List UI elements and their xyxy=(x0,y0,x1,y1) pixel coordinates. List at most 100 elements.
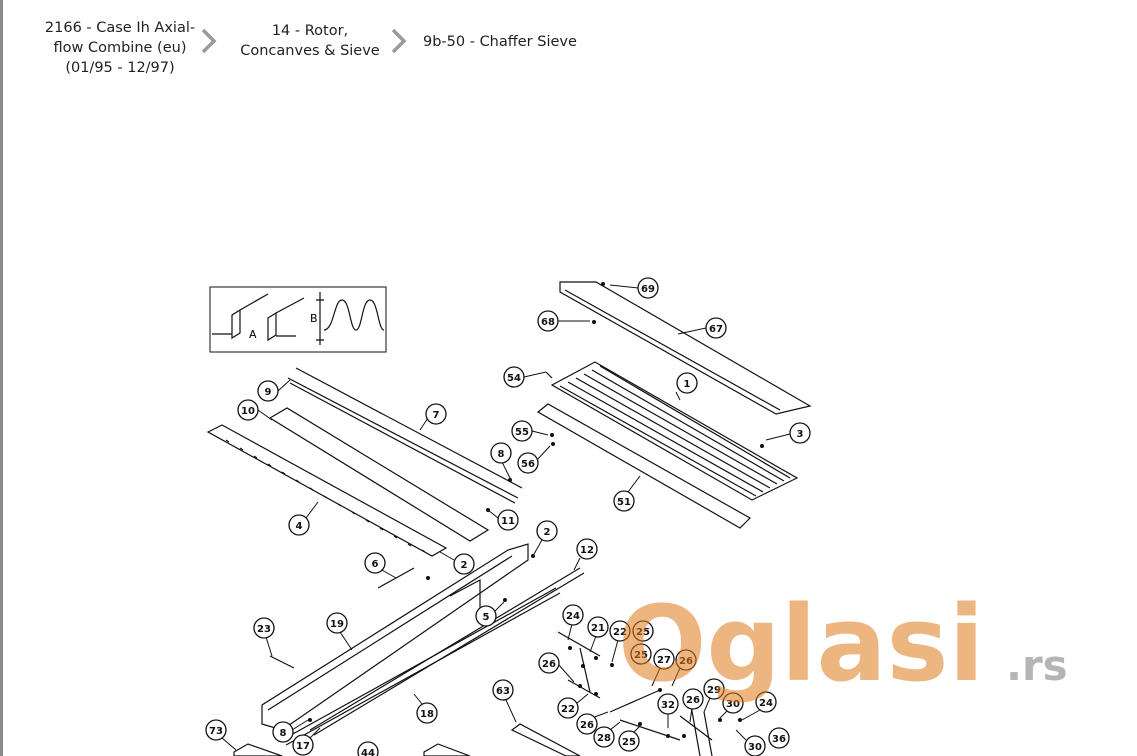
part-9-rod xyxy=(287,377,519,504)
svg-text:18: 18 xyxy=(420,709,434,720)
part-1-sieve xyxy=(550,361,799,501)
callout-4: 4 xyxy=(288,501,319,536)
callout-8: 8 xyxy=(490,442,512,479)
inset-label-b: B xyxy=(310,312,318,325)
callout-69: 69 xyxy=(609,277,659,299)
part-51-lip xyxy=(536,403,751,529)
callout-5: 5 xyxy=(475,601,505,627)
svg-text:5: 5 xyxy=(483,612,490,623)
svg-text:28: 28 xyxy=(597,733,611,744)
callout-68: 68 xyxy=(537,310,590,332)
svg-text:21: 21 xyxy=(591,623,605,634)
watermark-logo: Oglasi .rs xyxy=(618,583,1068,705)
callout-8b: 8 xyxy=(272,719,309,743)
callout-26c: 26 xyxy=(576,711,609,735)
callout-2: 2 xyxy=(439,551,475,575)
callout-32: 32 xyxy=(657,693,679,728)
svg-text:54: 54 xyxy=(507,373,521,384)
callout-2b: 2 xyxy=(533,520,558,555)
svg-text:55: 55 xyxy=(515,427,529,438)
callout-73: 73 xyxy=(205,719,237,751)
callout-51: 51 xyxy=(613,475,641,512)
svg-text:2: 2 xyxy=(461,560,468,571)
part-19-channel xyxy=(261,543,529,731)
svg-text:24: 24 xyxy=(566,611,580,622)
svg-text:26: 26 xyxy=(580,720,594,731)
svg-text:19: 19 xyxy=(330,619,344,630)
svg-text:26: 26 xyxy=(542,659,556,670)
callout-12: 12 xyxy=(573,538,598,571)
callout-10: 10 xyxy=(237,399,273,421)
svg-text:63: 63 xyxy=(496,686,510,697)
svg-text:4: 4 xyxy=(296,521,303,532)
callout-1: 1 xyxy=(675,372,698,401)
svg-text:69: 69 xyxy=(641,284,655,295)
inset-detail: A B xyxy=(209,286,387,353)
part-7-rod xyxy=(295,367,523,489)
callout-67: 67 xyxy=(677,317,727,339)
svg-text:30: 30 xyxy=(748,742,762,753)
callout-7: 7 xyxy=(419,403,447,431)
callout-63: 63 xyxy=(492,679,517,723)
part-12-rail xyxy=(309,567,585,736)
part-73-block xyxy=(233,743,283,756)
svg-text:51: 51 xyxy=(617,497,631,508)
svg-text:9: 9 xyxy=(265,387,272,398)
svg-text:6: 6 xyxy=(372,559,379,570)
part-10-plate xyxy=(268,407,490,542)
svg-text:67: 67 xyxy=(709,324,723,335)
callout-17: 17 xyxy=(292,727,321,756)
svg-text:12: 12 xyxy=(580,545,594,556)
svg-text:25: 25 xyxy=(636,627,650,638)
svg-text:26: 26 xyxy=(686,695,700,706)
callout-26: 26 xyxy=(538,652,575,683)
callout-26d: 26 xyxy=(682,688,704,723)
svg-text:22: 22 xyxy=(613,627,627,638)
callout-24: 24 xyxy=(562,604,584,641)
callout-22: 22 xyxy=(609,620,631,663)
callout-30b: 30 xyxy=(735,729,766,756)
svg-text:25: 25 xyxy=(634,650,648,661)
svg-text:17: 17 xyxy=(296,741,310,752)
callout-19: 19 xyxy=(326,612,353,651)
svg-text:44: 44 xyxy=(361,748,375,756)
breadcrumb-item-model[interactable]: 2166 - Case Ih Axial- flow Combine (eu) … xyxy=(44,20,196,76)
callout-18: 18 xyxy=(413,693,438,724)
chevron-right-icon xyxy=(198,26,220,56)
callout-25: 25 xyxy=(632,620,654,642)
callout-25c: 25 xyxy=(618,725,641,752)
svg-text:23: 23 xyxy=(257,624,271,635)
breadcrumb-item-section[interactable]: 14 - Rotor, Concanves & Sieve xyxy=(240,23,380,59)
svg-text:26: 26 xyxy=(679,656,693,667)
callout-28: 28 xyxy=(593,721,621,748)
svg-text:3: 3 xyxy=(797,429,804,440)
callout-30: 30 xyxy=(719,692,744,719)
svg-text:22: 22 xyxy=(561,704,575,715)
svg-text:27: 27 xyxy=(657,655,671,666)
callout-6: 6 xyxy=(364,552,397,579)
svg-text:8: 8 xyxy=(280,728,287,739)
callout-29: 29 xyxy=(703,678,725,713)
callout-56: 56 xyxy=(517,445,551,474)
left-border xyxy=(0,0,3,756)
callout-21: 21 xyxy=(587,616,609,653)
callout-36: 36 xyxy=(768,727,790,749)
svg-text:1: 1 xyxy=(684,379,691,390)
inset-label-a: A xyxy=(249,328,257,341)
svg-text:Oglasi: Oglasi xyxy=(618,583,984,705)
callout-55: 55 xyxy=(511,420,549,442)
callout-26b: 26 xyxy=(671,649,697,687)
svg-text:8: 8 xyxy=(498,449,505,460)
part-4-holes xyxy=(225,439,426,553)
svg-text:24: 24 xyxy=(759,698,773,709)
svg-text:7: 7 xyxy=(433,410,440,421)
callout-11: 11 xyxy=(487,509,519,531)
part-67-rail xyxy=(559,281,812,415)
svg-text:.rs: .rs xyxy=(1006,641,1068,690)
svg-text:25: 25 xyxy=(622,737,636,748)
callout-44: 44 xyxy=(357,741,379,756)
callout-54: 54 xyxy=(503,366,547,388)
svg-text:32: 32 xyxy=(661,700,675,711)
svg-text:68: 68 xyxy=(541,317,555,328)
callout-22b: 22 xyxy=(557,693,589,719)
